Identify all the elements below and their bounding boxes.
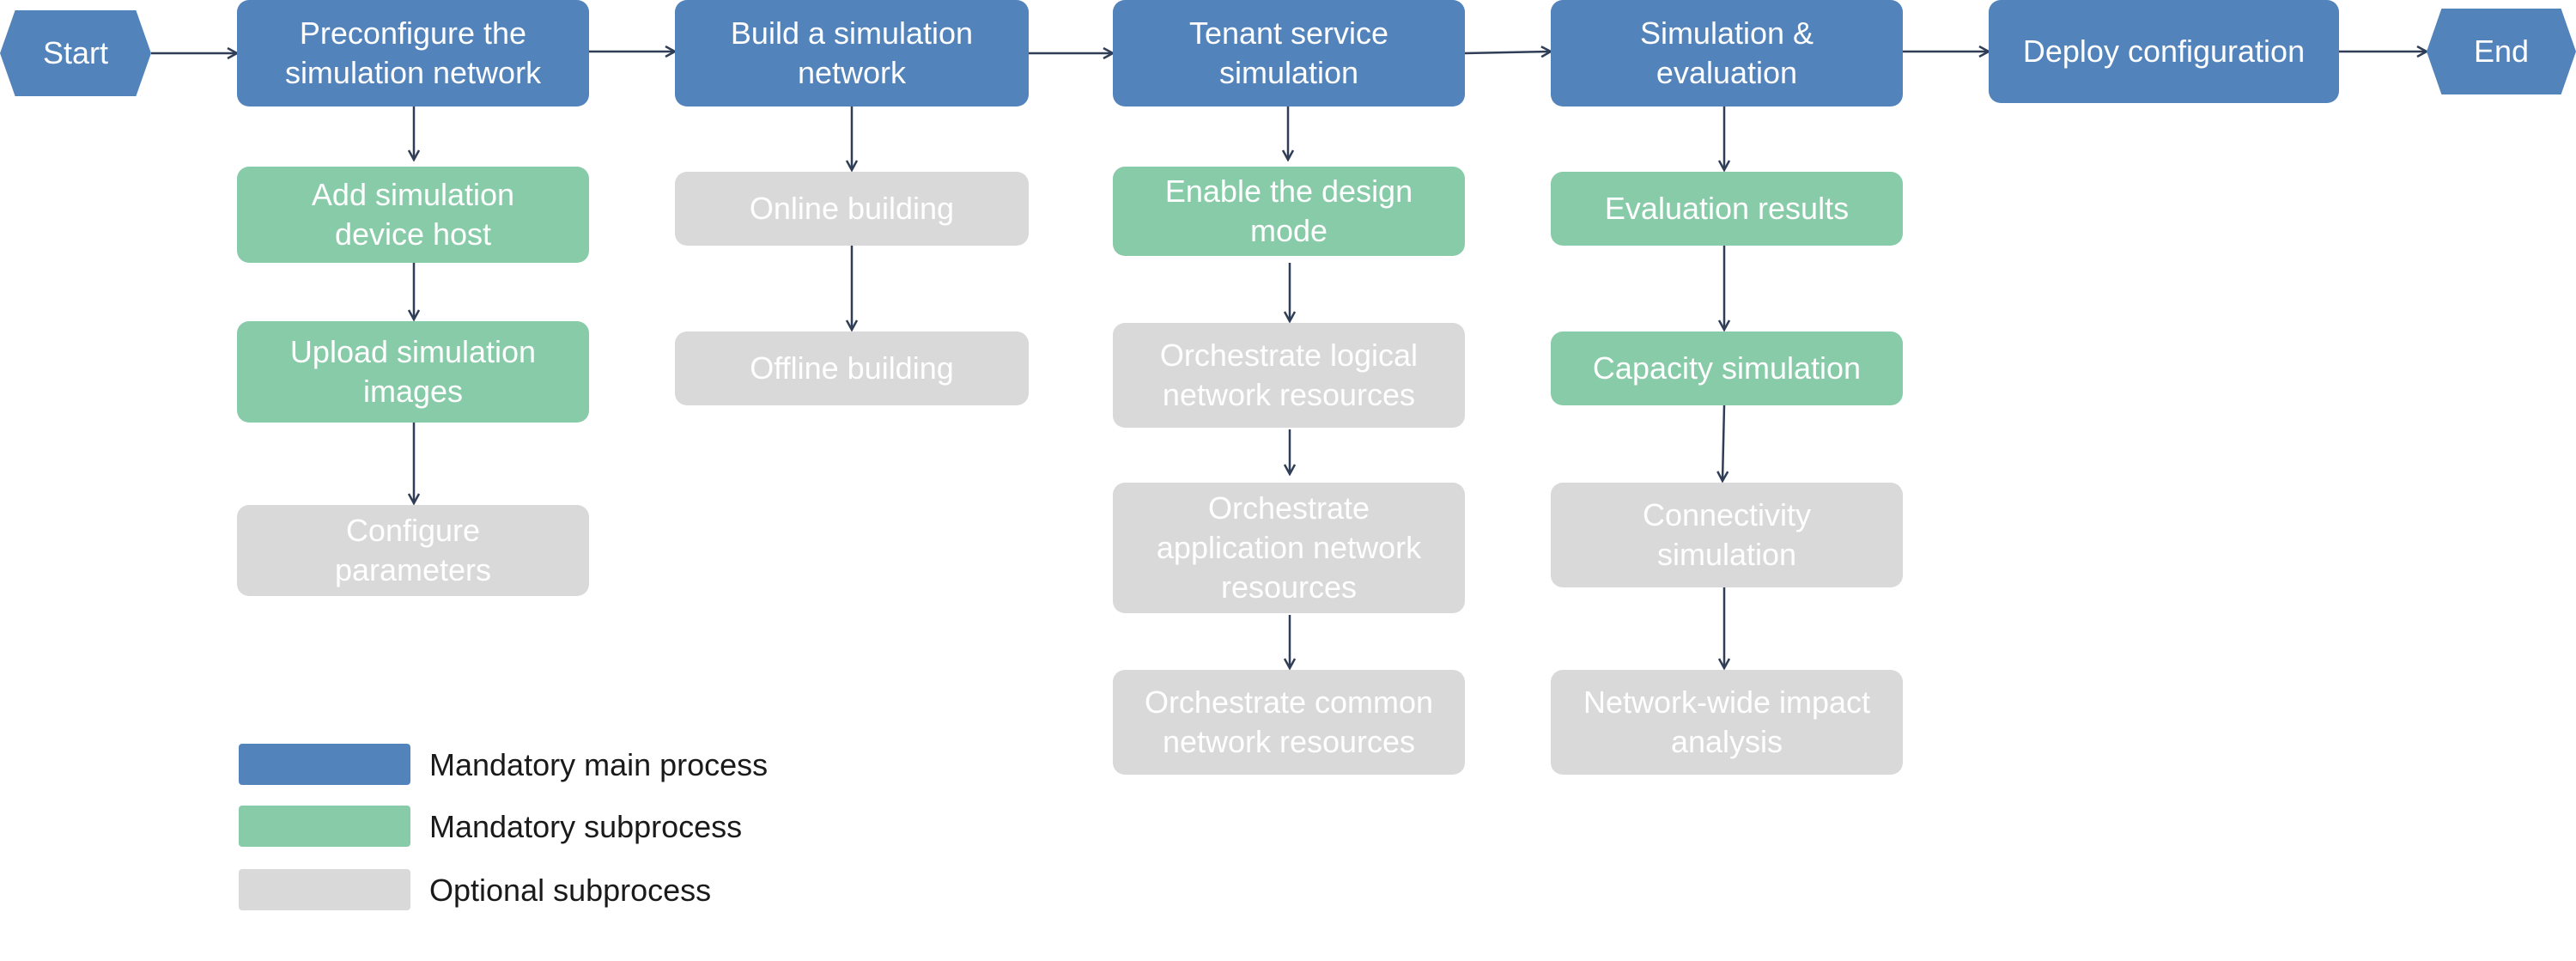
substep-orchestrate-logical-network: Orchestrate logical network resources [1113,323,1465,428]
substep-evaluation-results: Evaluation results [1551,172,1903,246]
substep-network-wide-impact-analysis: Network-wide impact analysis [1551,670,1903,775]
substep-online-building: Online building [675,172,1029,246]
step-preconfigure-network: Preconfigure the simulation network [237,0,589,106]
step-deploy-configuration: Deploy configuration [1989,0,2339,103]
legend-swatch-mandatory-sub [239,806,410,847]
arrow-tenant-to-evaluation [1464,52,1551,53]
substep-upload-simulation-images: Upload simulation images [237,321,589,423]
start-node: Start [0,10,151,96]
substep-orchestrate-common-network: Orchestrate common network resources [1113,670,1465,775]
substep-offline-building: Offline building [675,331,1029,405]
legend-swatch-optional-sub [239,869,410,910]
end-node: End [2427,9,2576,94]
legend-label-mandatory-sub: Mandatory subprocess [429,809,743,844]
substep-add-simulation-device-host: Add simulation device host [237,167,589,263]
substep-connectivity-simulation: Connectivity simulation [1551,483,1903,587]
arrow-capacity-to-connectivity [1722,404,1724,481]
legend-label-optional-sub: Optional subprocess [429,873,712,908]
step-tenant-service-simulation: Tenant service simulation [1113,0,1465,106]
step-simulation-evaluation: Simulation & evaluation [1551,0,1903,106]
legend-swatch-main [239,744,410,785]
substep-enable-design-mode: Enable the design mode [1113,167,1465,256]
substep-capacity-simulation: Capacity simulation [1551,331,1903,405]
legend-label-main: Mandatory main process [429,747,769,782]
substep-configure-parameters: Configure parameters [237,505,589,596]
substep-orchestrate-application-network: Orchestrate application network resource… [1113,483,1465,613]
step-build-simulation-network: Build a simulation network [675,0,1029,106]
